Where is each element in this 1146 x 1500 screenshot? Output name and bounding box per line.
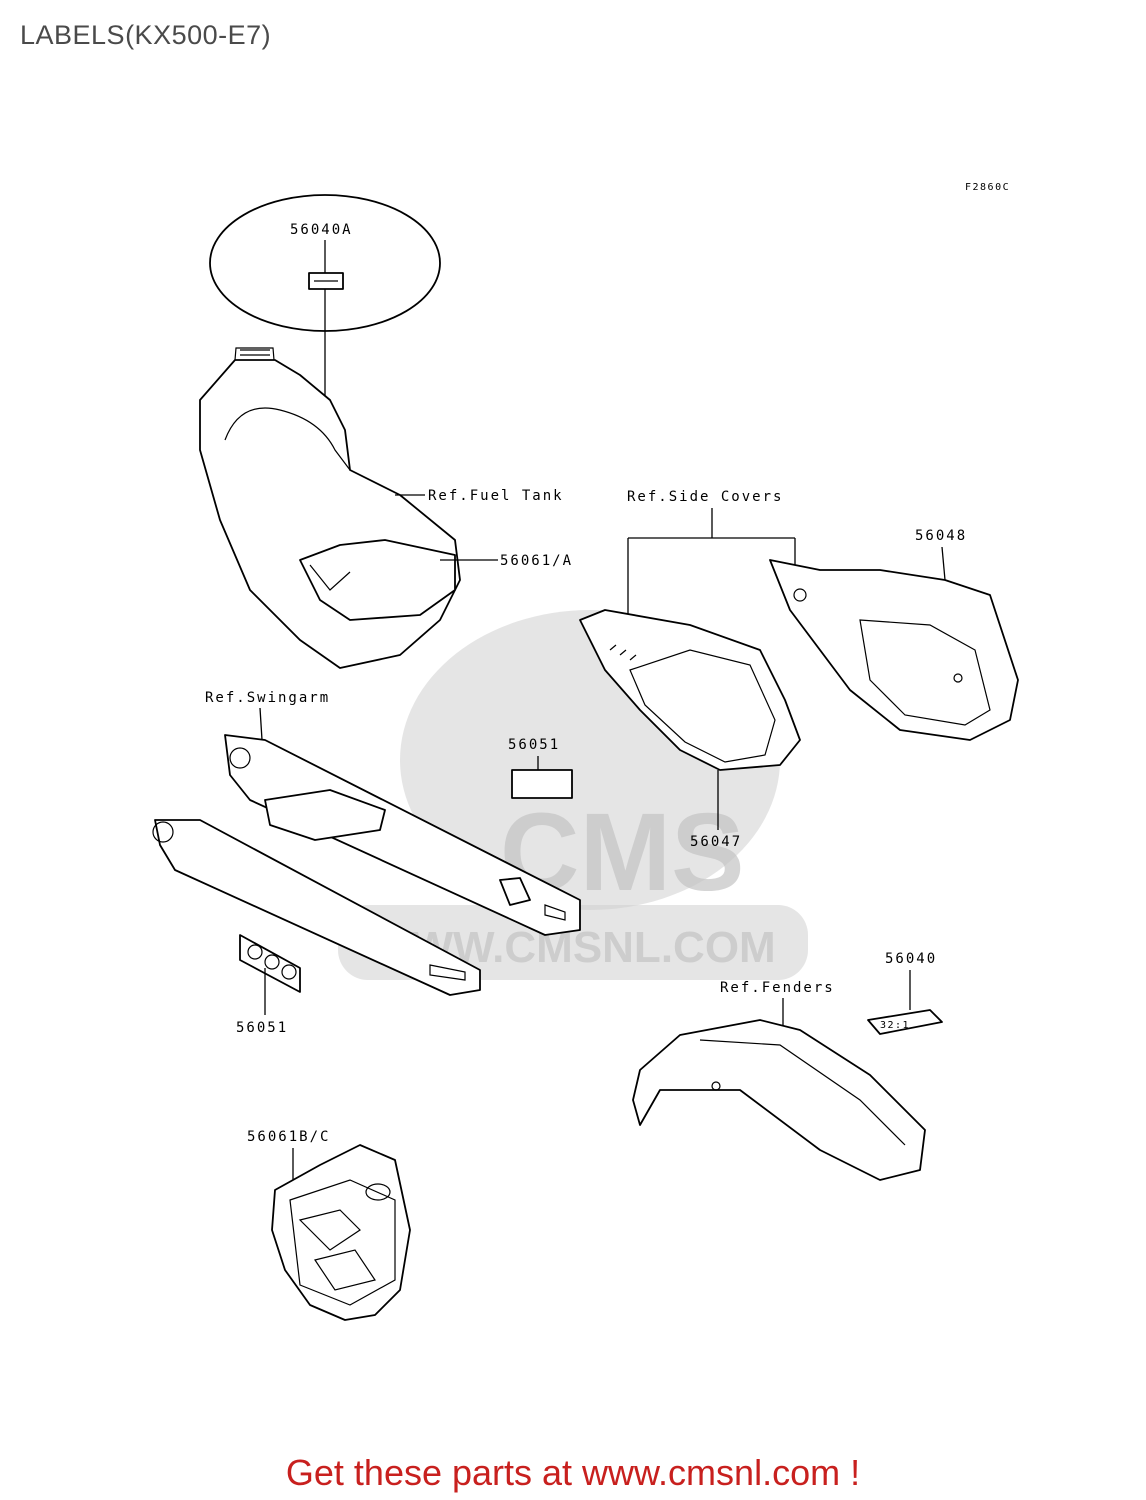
callout-56061BC: 56061B/C [247,1129,330,1145]
footer-promo: Get these parts at www.cmsnl.com ! [285,1452,861,1493]
callout-side-covers: Ref.Side Covers [627,489,783,505]
label-56051-number-plate [239,934,301,993]
page-title: LABELS(KX500-E7) [20,20,272,50]
callout-56040A: 56040A [290,222,353,238]
callout-fuel-tank: Ref.Fuel Tank [428,488,564,504]
callout-56040: 56040 [885,951,937,967]
side-cover-right [769,559,1019,741]
side-cover-left [579,609,801,771]
rear-fender [632,1019,926,1181]
swingarm [152,734,581,996]
label-56040-value: 32:1 [880,1020,910,1031]
figure-code: F2860C [965,182,1010,193]
callout-fenders: Ref.Fenders [720,980,835,996]
callout-56061A: 56061/A [500,553,573,569]
callout-56051-bottom: 56051 [236,1020,288,1036]
callout-56051-top: 56051 [508,737,560,753]
callout-swingarm: Ref.Swingarm [205,690,330,706]
callout-56048: 56048 [915,528,967,544]
label-56040-sticker: 32:1 [867,1009,943,1035]
fuel-tank [199,347,461,669]
label-56040A-detail [209,194,441,400]
label-56051-sticker [511,769,573,799]
callout-56047: 56047 [690,834,742,850]
label-56061BC-graphic [271,1144,411,1321]
